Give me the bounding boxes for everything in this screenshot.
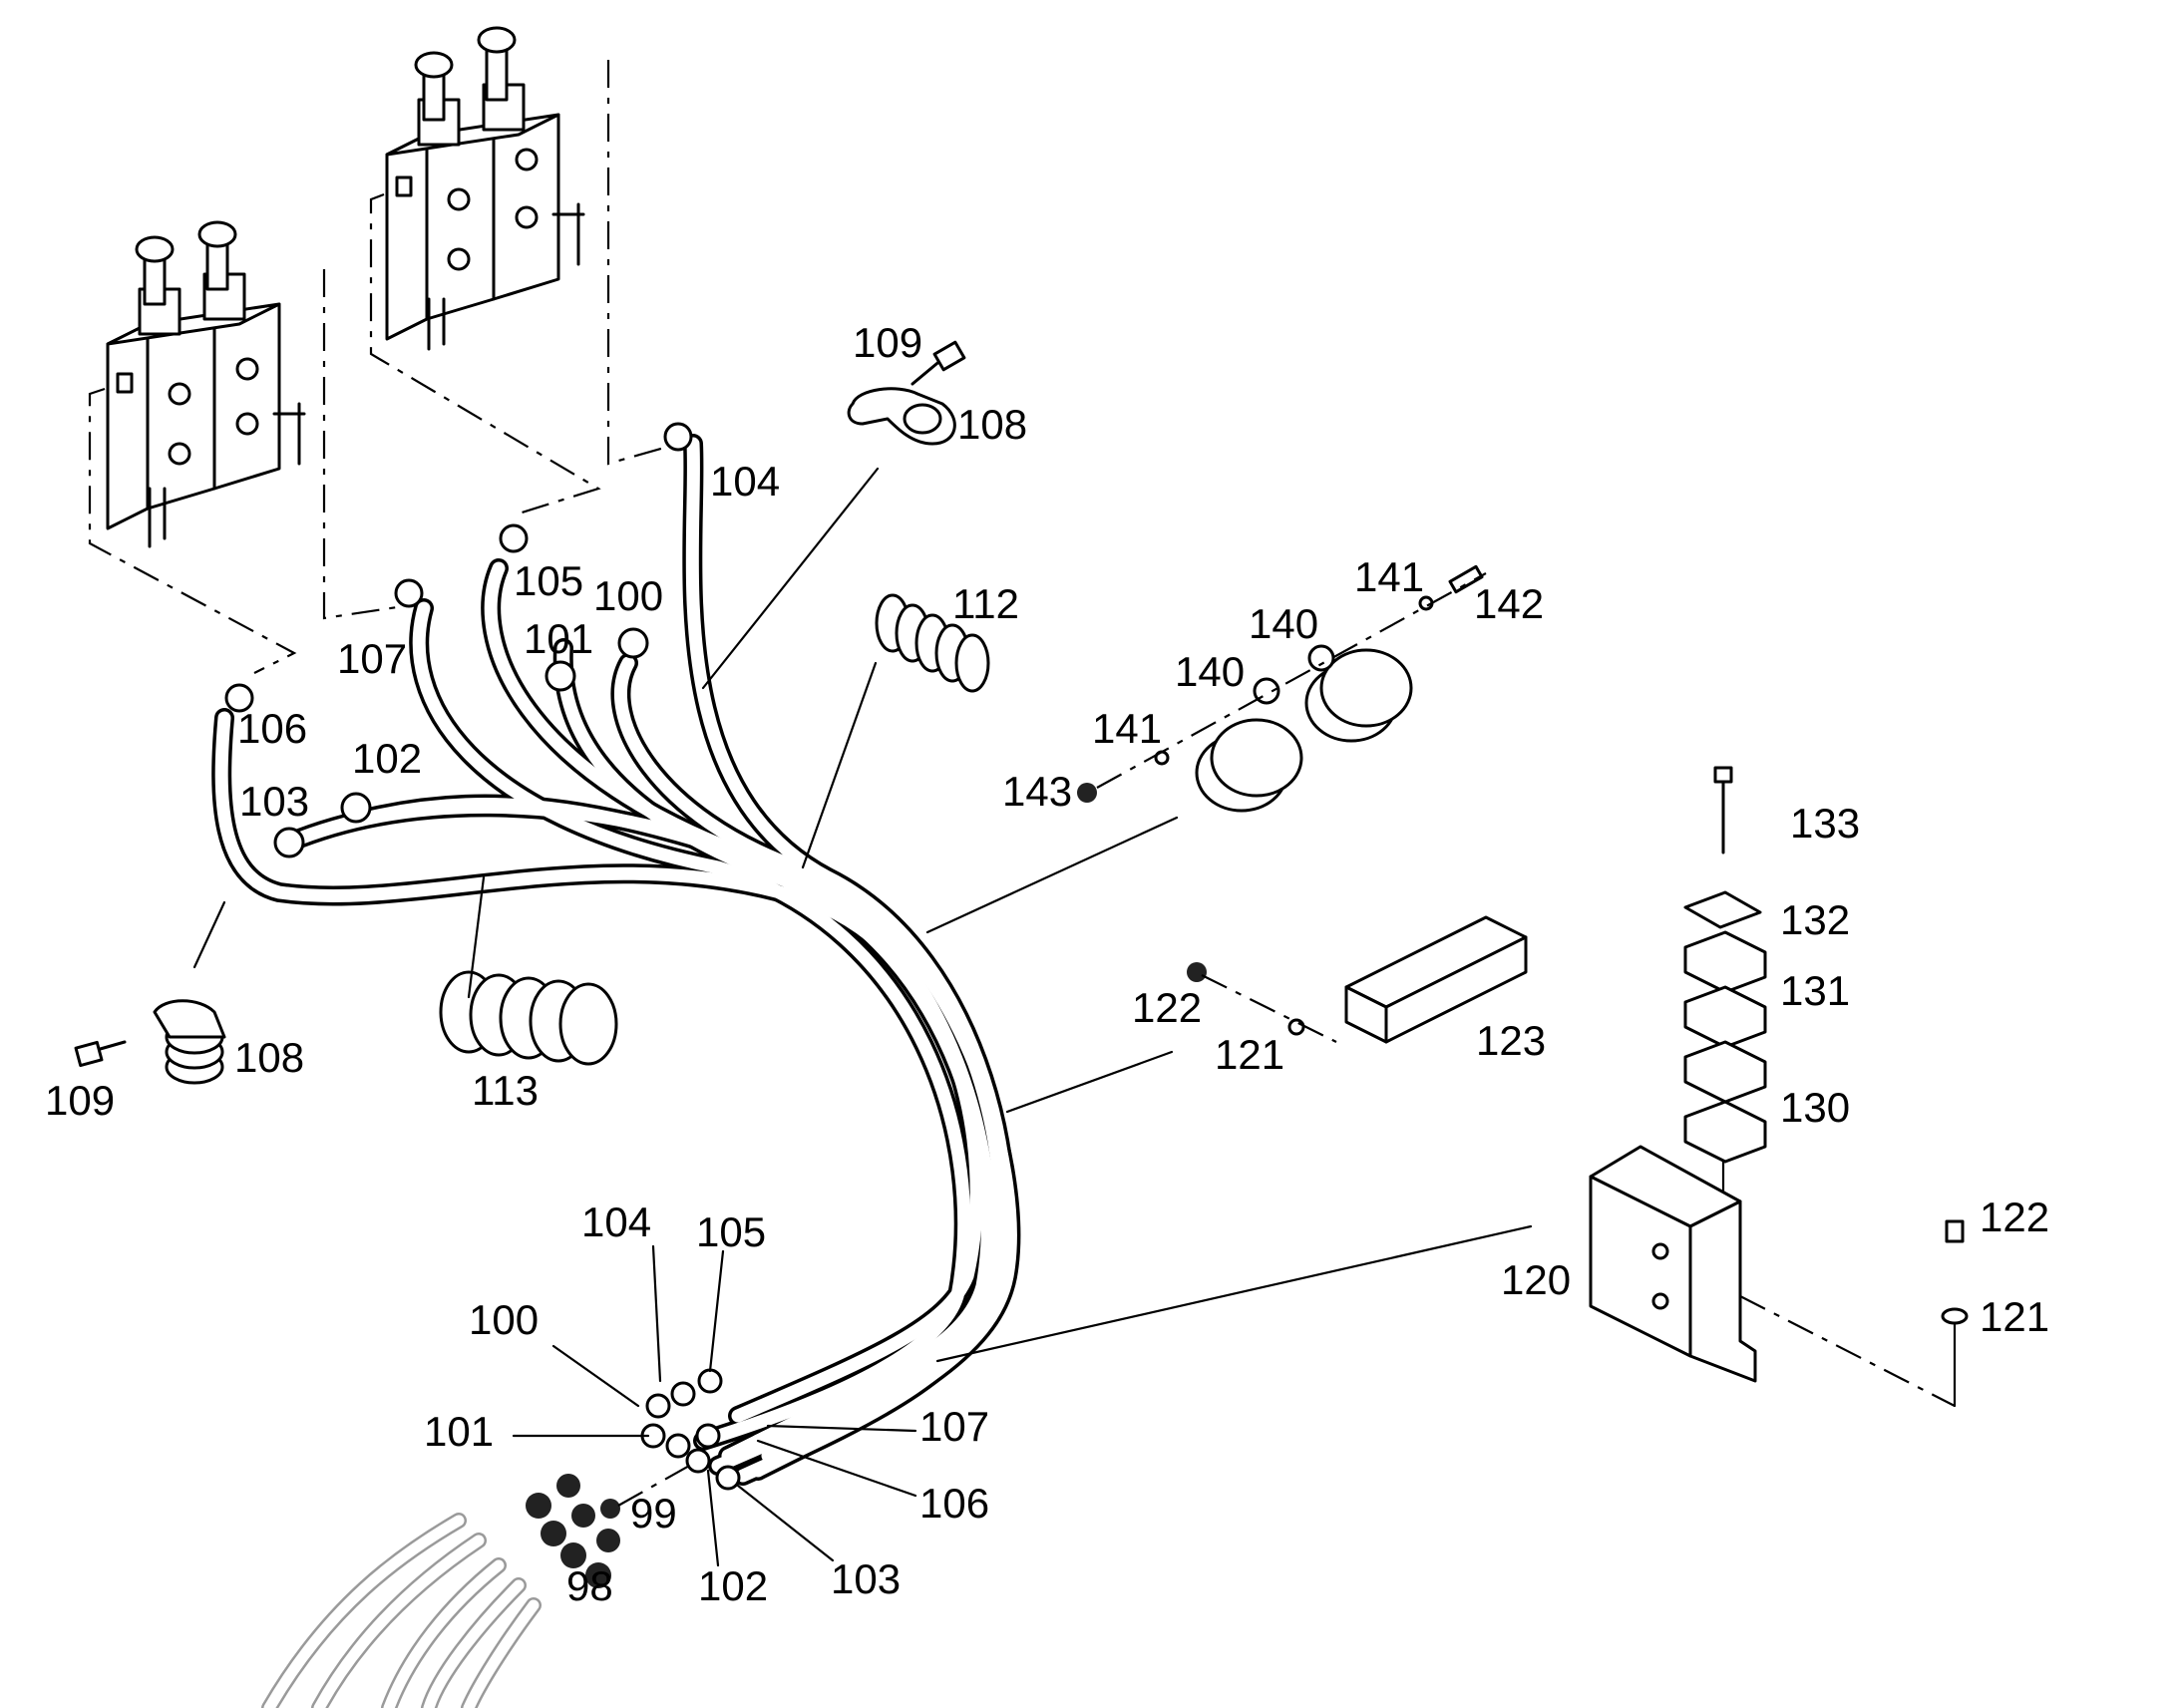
label-100-bottom: 100 (469, 1296, 539, 1343)
label-122-right: 122 (1980, 1194, 2049, 1240)
label-99: 99 (630, 1490, 677, 1537)
label-122-mid: 122 (1132, 984, 1202, 1031)
label-104-top: 104 (710, 458, 780, 505)
label-131: 131 (1780, 967, 1850, 1014)
label-121-mid: 121 (1215, 1031, 1284, 1078)
label-109-left: 109 (45, 1077, 115, 1124)
spiral-sleeve-112 (875, 593, 990, 693)
clamp-hardware (1077, 564, 1487, 803)
label-101-top: 101 (524, 615, 593, 662)
label-101-bottom: 101 (424, 1408, 494, 1455)
hose-clamp-108-top (847, 340, 966, 446)
label-123: 123 (1476, 1017, 1546, 1064)
label-113: 113 (472, 1067, 539, 1114)
label-106-bottom: 106 (919, 1480, 989, 1527)
callout-labels: 109 108 104 105 100 101 107 106 102 103 … (45, 319, 2049, 1609)
leader-arrows (192, 467, 1533, 1363)
label-103-bottom: 103 (831, 1555, 901, 1602)
hose-clamp-108-left (74, 999, 226, 1085)
label-108-left: 108 (234, 1034, 304, 1081)
label-140-front: 140 (1175, 648, 1245, 695)
control-valve-left (106, 220, 306, 548)
label-leaders-bottom (512, 1244, 917, 1567)
label-102-bottom: 102 (698, 1562, 768, 1609)
label-141-mid: 141 (1092, 705, 1162, 752)
label-103-top: 103 (239, 778, 309, 825)
label-106-top: 106 (237, 705, 307, 752)
label-133: 133 (1790, 800, 1860, 847)
label-107-bottom: 107 (919, 1403, 989, 1450)
label-109-top: 109 (853, 319, 922, 366)
label-140-rear: 140 (1249, 600, 1318, 647)
label-104-bottom: 104 (581, 1198, 651, 1245)
label-100-top: 100 (593, 572, 663, 619)
label-121-right: 121 (1980, 1293, 2049, 1340)
clamp-140-front (1195, 677, 1303, 813)
ghost-hoses (261, 1513, 542, 1708)
spiral-sleeve-113 (439, 970, 618, 1066)
label-105-top: 105 (514, 557, 583, 604)
label-98: 98 (566, 1562, 613, 1609)
label-105-bottom: 105 (696, 1208, 766, 1255)
label-141-top: 141 (1354, 553, 1424, 600)
bracket-123 (1187, 915, 1528, 1044)
caps-and-plugs (526, 1460, 699, 1588)
label-102-top: 102 (352, 735, 422, 782)
label-130: 130 (1780, 1084, 1850, 1131)
label-112: 112 (952, 580, 1019, 627)
valve-leader-lines (88, 60, 679, 674)
clamp-140-rear (1304, 644, 1413, 743)
hose-bundle (211, 422, 1021, 1491)
label-143: 143 (1002, 768, 1072, 815)
clamp-stack (1683, 766, 1767, 1208)
label-107-top: 107 (337, 635, 407, 682)
base-bracket-120 (1589, 1145, 1969, 1408)
label-120: 120 (1501, 1256, 1571, 1303)
control-valve-right (385, 26, 585, 351)
label-108-top: 108 (957, 401, 1027, 448)
label-142: 142 (1474, 580, 1544, 627)
hose-fittings-bottom (640, 1368, 741, 1491)
hose-fittings-top (224, 422, 693, 858)
label-132: 132 (1780, 896, 1850, 943)
